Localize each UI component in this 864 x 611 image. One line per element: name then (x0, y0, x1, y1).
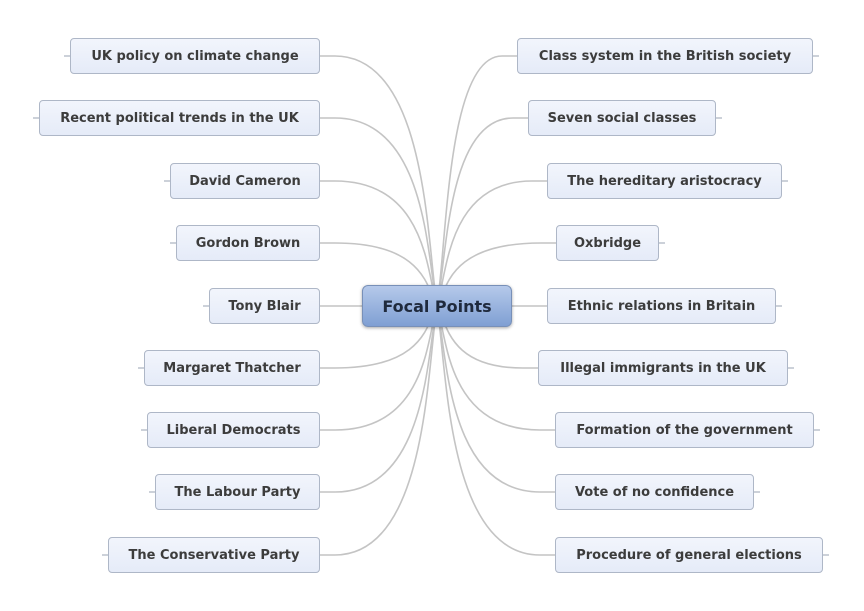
right-topic-1[interactable]: Class system in the British society (517, 38, 813, 74)
left-connector-8 (320, 305, 438, 493)
right-topic-4[interactable]: Oxbridge (556, 225, 659, 261)
left-topic-7[interactable]: Liberal Democrats (147, 412, 320, 448)
left-topic-1[interactable]: UK policy on climate change (70, 38, 320, 74)
left-topic-4[interactable]: Gordon Brown (176, 225, 320, 261)
left-topic-5[interactable]: Tony Blair (209, 288, 320, 324)
left-connector-1 (320, 55, 438, 307)
left-topic-2[interactable]: Recent political trends in the UK (39, 100, 320, 136)
left-connector-2 (320, 117, 438, 307)
right-topic-2[interactable]: Seven social classes (528, 100, 716, 136)
central-topic[interactable]: Focal Points (362, 285, 512, 327)
right-topic-9[interactable]: Procedure of general elections (555, 537, 823, 573)
left-connector-9 (320, 305, 438, 556)
left-topic-8[interactable]: The Labour Party (155, 474, 320, 510)
left-topic-3[interactable]: David Cameron (170, 163, 320, 199)
left-topic-6[interactable]: Margaret Thatcher (144, 350, 320, 386)
right-topic-8[interactable]: Vote of no confidence (555, 474, 754, 510)
right-topic-3[interactable]: The hereditary aristocracy (547, 163, 782, 199)
right-topic-5[interactable]: Ethnic relations in Britain (547, 288, 776, 324)
left-topic-9[interactable]: The Conservative Party (108, 537, 320, 573)
right-topic-7[interactable]: Formation of the government (555, 412, 814, 448)
right-connector-1 (436, 55, 517, 307)
right-connector-9 (436, 305, 555, 556)
right-topic-6[interactable]: Illegal immigrants in the UK (538, 350, 788, 386)
right-connector-2 (436, 117, 528, 307)
right-connector-8 (436, 305, 555, 493)
